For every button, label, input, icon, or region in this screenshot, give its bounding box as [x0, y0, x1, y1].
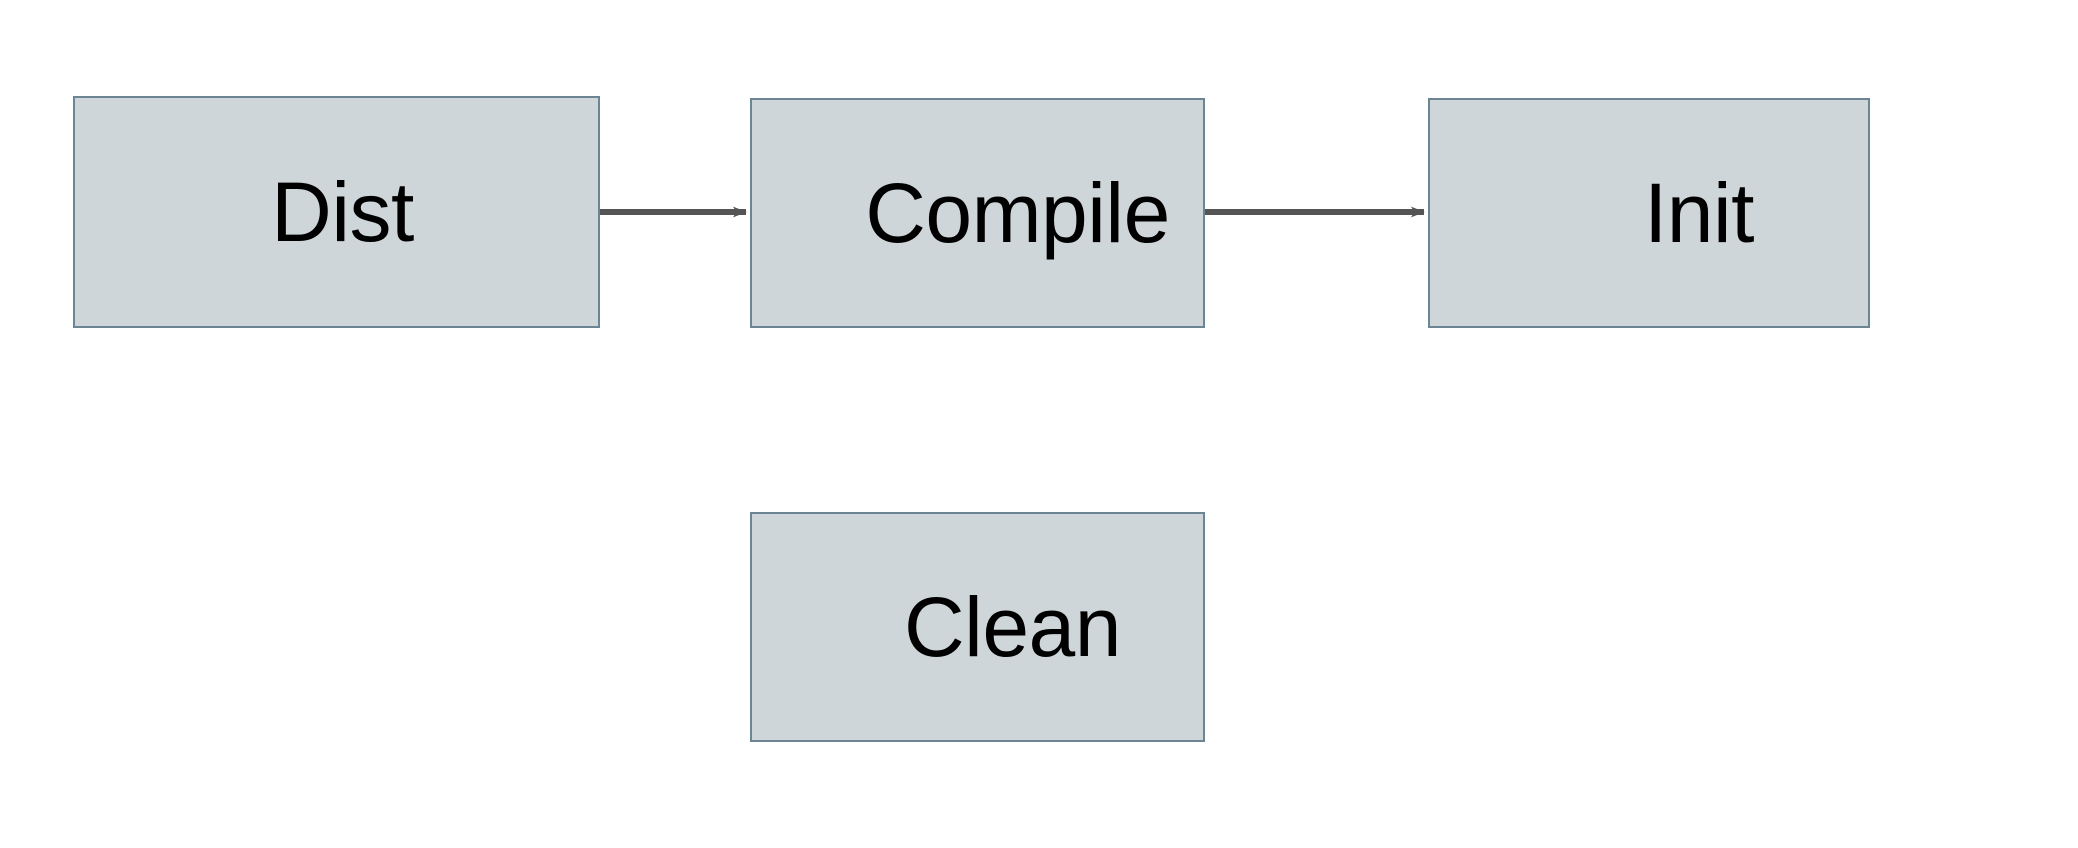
node-clean[interactable]: Clean: [750, 512, 1205, 742]
node-init[interactable]: Init: [1428, 98, 1870, 328]
node-compile-label: Compile: [865, 166, 1170, 260]
node-clean-label: Clean: [904, 580, 1121, 674]
node-init-label: Init: [1643, 166, 1755, 260]
node-compile[interactable]: Compile: [750, 98, 1205, 328]
node-dist[interactable]: Dist: [73, 96, 600, 328]
node-dist-label: Dist: [271, 165, 414, 259]
